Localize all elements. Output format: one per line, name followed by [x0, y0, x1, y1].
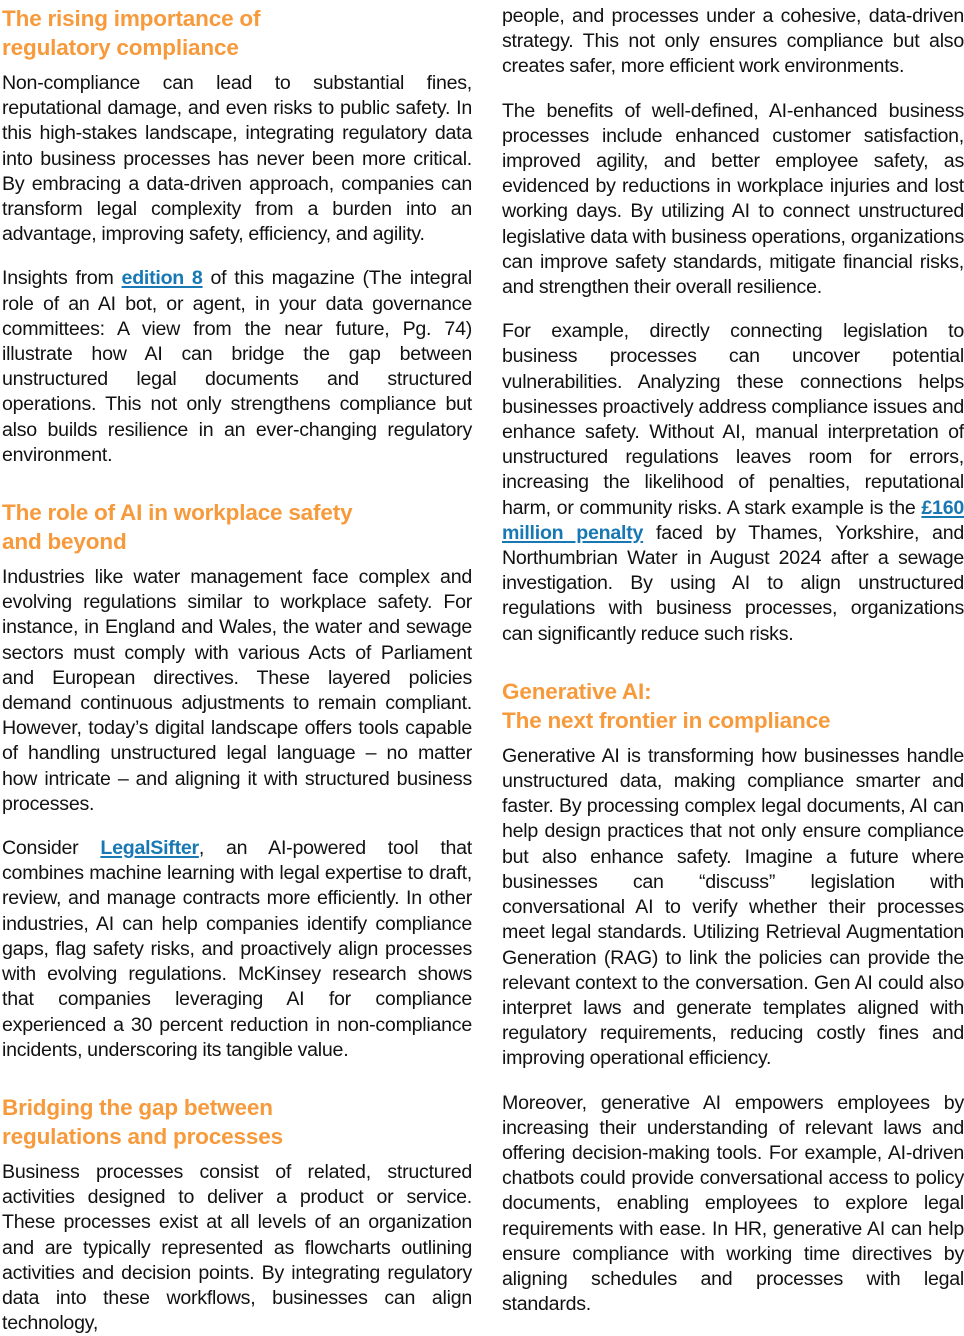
heading-role-of-ai: The role of AI in workplace safety and b…: [2, 498, 472, 556]
text-before-link: Consider: [2, 837, 101, 860]
paragraph-insights-edition: Insights from edition 8 of this magazine…: [2, 266, 472, 468]
link-penalty[interactable]: £160 million penalty: [502, 496, 964, 544]
link-legalsifter[interactable]: LegalSifter: [100, 837, 199, 860]
heading-line-1: Generative AI:: [502, 678, 652, 704]
paragraph-non-compliance: Non-compliance can lead to substantial f…: [2, 72, 472, 246]
paragraph-moreover-empowers: Moreover, generative AI empowers employe…: [502, 1091, 964, 1316]
heading-line-1: The role of AI in workplace safety: [2, 500, 353, 526]
column-gutter: [472, 0, 502, 1237]
heading-line-2: regulatory compliance: [2, 35, 239, 60]
text-after-link: , an AI-powered tool that combines machi…: [2, 837, 473, 1061]
heading-line-2: and beyond: [2, 529, 127, 555]
heading-line-2: The next frontier in compliance: [502, 707, 831, 733]
paragraph-benefits-of-ai: The benefits of well-defined, AI-enhance…: [502, 99, 964, 299]
paragraph-generative-ai-transforming: Generative AI is transforming how busine…: [502, 744, 964, 1070]
heading-line-2: regulations and processes: [2, 1123, 283, 1149]
text-before-link: Insights from: [2, 267, 122, 290]
text-after-link: of this magazine (The integral role of a…: [2, 267, 472, 466]
paragraph-legalsifter: Consider LegalSifter, an AI-powered tool…: [2, 836, 472, 1063]
left-column: The rising importance of regulatory comp…: [2, 0, 472, 1336]
heading-line-1: Bridging the gap between: [2, 1094, 273, 1120]
text-before-link: For example, directly connecting legisla…: [502, 320, 964, 519]
right-column: people, and processes under a cohesive, …: [502, 0, 964, 1317]
link-edition-8[interactable]: edition 8: [121, 267, 203, 290]
paragraph-business-processes: Business processes consist of related, s…: [2, 1160, 472, 1335]
heading-rising-importance: The rising importance of regulatory comp…: [2, 4, 472, 62]
paragraph-people-and-processes: people, and processes under a cohesive, …: [502, 5, 964, 78]
text-after-link: faced by Thames, Yorkshire, and Northumb…: [502, 521, 964, 645]
paragraph-penalty-example: For example, directly connecting legisla…: [502, 319, 964, 647]
heading-generative-ai: Generative AI: The next frontier in comp…: [502, 677, 964, 735]
heading-line-1: The rising importance of: [2, 6, 261, 31]
heading-bridging-the-gap: Bridging the gap between regulations and…: [2, 1093, 472, 1151]
paragraph-water-management: Industries like water management face co…: [2, 566, 472, 815]
